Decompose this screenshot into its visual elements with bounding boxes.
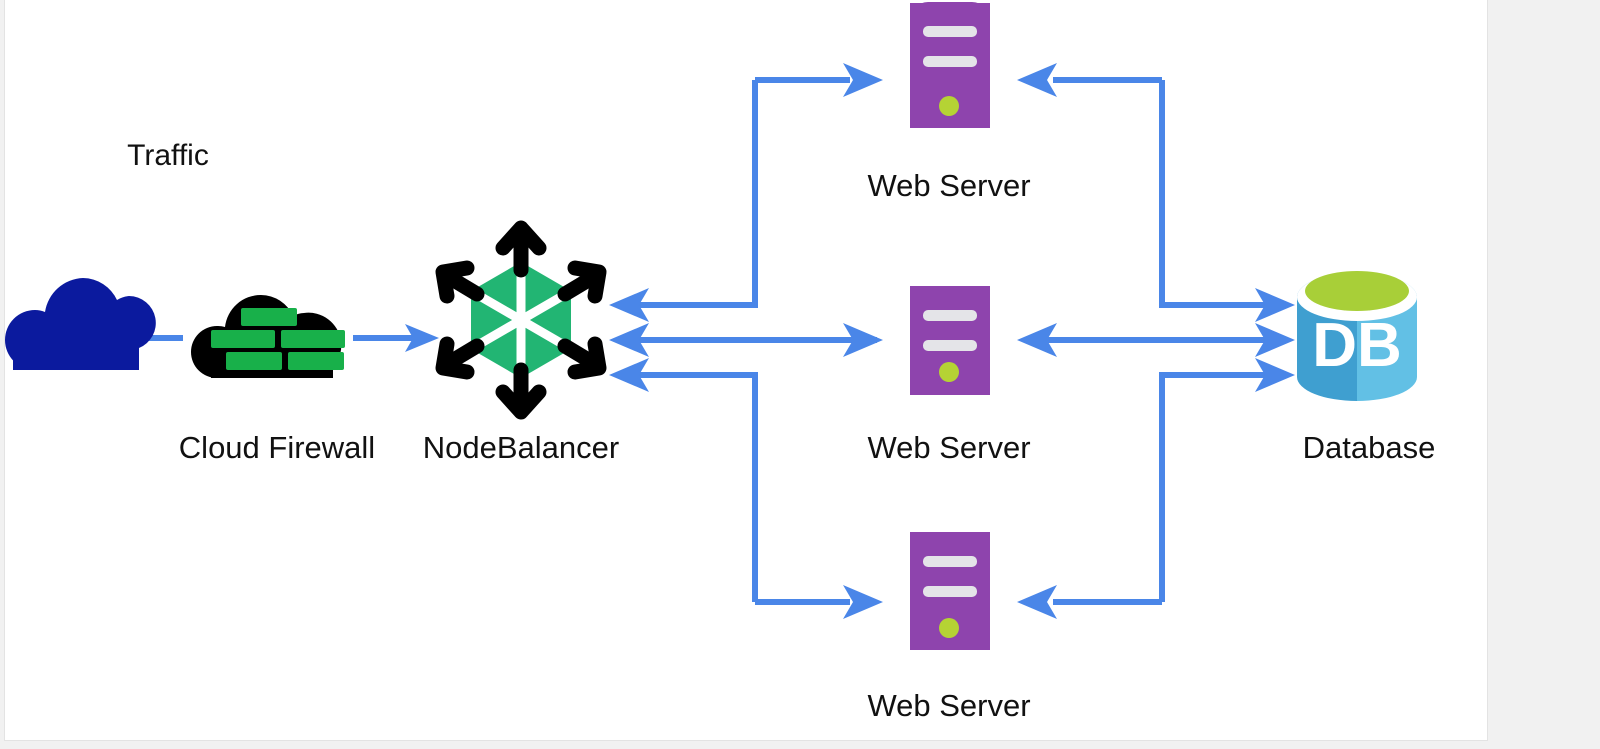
architecture-diagram: Web Server Web Server Web Server	[5, 2, 1436, 723]
web-server-top-label: Web Server	[867, 168, 1030, 203]
firewall-bricks	[211, 308, 345, 370]
server-icon-middle[interactable]	[910, 286, 990, 395]
server-bar	[923, 586, 977, 597]
edge-bottom-server-to-database	[1159, 372, 1265, 602]
arrowhead-into-database-bottom	[1255, 358, 1295, 392]
database-label: Database	[1303, 430, 1436, 465]
edge-top-server-to-nodebalancer	[639, 80, 758, 308]
arrowhead-into-nodebalancer-top	[609, 288, 649, 322]
nodebalancer-label: NodeBalancer	[423, 430, 619, 465]
server-bar	[923, 26, 977, 37]
arrowhead-into-top-server	[843, 63, 883, 97]
web-server-bottom-label: Web Server	[867, 688, 1030, 723]
cloud-firewall-label: Cloud Firewall	[179, 430, 375, 465]
arrowhead-into-middle-server	[843, 323, 883, 357]
arrowhead-into-bottom-server-from-db	[1017, 585, 1057, 619]
firewall-icon[interactable]	[191, 294, 345, 378]
arrowhead-into-bottom-server	[843, 585, 883, 619]
arrowhead-into-nodebalancer-middle	[609, 323, 649, 357]
server-bar	[923, 340, 977, 351]
server-status-dot	[939, 618, 959, 638]
server-icon-bottom[interactable]	[910, 532, 990, 650]
server-icon-top[interactable]	[910, 2, 990, 128]
arrowhead-into-top-server-from-db	[1017, 63, 1057, 97]
server-status-dot	[939, 362, 959, 382]
server-status-dot	[939, 96, 959, 116]
diagram-canvas: Web Server Web Server Web Server	[4, 0, 1488, 741]
arrowhead-into-nodebalancer-bottom	[609, 358, 649, 392]
cloud-icon[interactable]	[5, 278, 156, 370]
arrowhead-into-database-top	[1255, 288, 1295, 322]
server-bar	[923, 56, 977, 67]
edge-bottom-server-to-nodebalancer	[639, 372, 758, 602]
nodebalancer-icon[interactable]	[435, 220, 607, 420]
arrowhead-firewall-to-nodebalancer	[405, 324, 439, 352]
web-server-middle-label: Web Server	[867, 430, 1030, 465]
database-top-disc	[1305, 271, 1409, 311]
database-icon[interactable]: DB	[1297, 271, 1417, 403]
database-db-glyph: DB	[1312, 311, 1402, 380]
edge-top-server-to-database	[1159, 80, 1265, 308]
traffic-label: Traffic	[127, 139, 209, 172]
arrowhead-into-database-middle	[1255, 323, 1295, 357]
arrowhead-into-middle-server-from-db	[1017, 323, 1057, 357]
server-bar	[923, 310, 977, 321]
connector-layer	[147, 63, 1295, 619]
server-bar	[923, 556, 977, 567]
